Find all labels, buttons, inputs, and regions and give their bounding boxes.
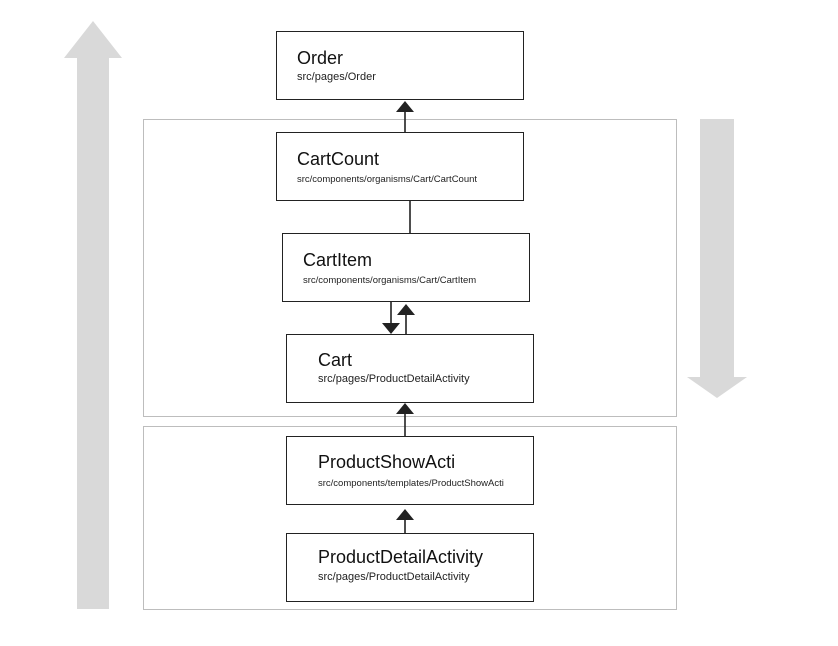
node-title: ProductDetailActivity xyxy=(318,547,484,567)
node-title: Order xyxy=(297,48,344,68)
arrowhead-down-icon xyxy=(382,323,400,334)
node-cart-item: CartItem src/components/organisms/Cart/C… xyxy=(282,233,530,302)
node-order: Order src/pages/Order xyxy=(276,31,524,100)
node-title: Cart xyxy=(318,350,353,370)
node-cart: Cart src/pages/ProductDetailActivity xyxy=(286,334,534,403)
node-product-detail-activity: ProductDetailActivity src/pages/ProductD… xyxy=(286,533,534,602)
arrowhead-up-icon xyxy=(396,403,414,414)
large-down-arrow-icon xyxy=(687,119,747,398)
node-path: src/pages/Order xyxy=(297,71,376,83)
node-path: src/pages/ProductDetailActivity xyxy=(318,571,470,583)
node-title: ProductShowActi xyxy=(318,452,456,472)
arrowhead-up-icon xyxy=(397,304,415,315)
node-path: src/pages/ProductDetailActivity xyxy=(318,373,470,385)
node-path: src/components/organisms/Cart/CartCount xyxy=(297,174,478,185)
large-up-arrow-icon xyxy=(64,21,122,609)
group-product xyxy=(143,426,677,610)
node-title: CartCount xyxy=(297,149,380,169)
group-cart xyxy=(143,119,677,417)
arrowhead-up-icon xyxy=(396,101,414,112)
node-cart-count: CartCount src/components/organisms/Cart/… xyxy=(276,132,524,201)
node-title: CartItem xyxy=(303,250,373,270)
node-path: src/components/templates/ProductShowActi xyxy=(318,478,504,489)
node-product-show-acti: ProductShowActi src/components/templates… xyxy=(286,436,534,505)
node-path: src/components/organisms/Cart/CartItem xyxy=(303,275,477,286)
arrowhead-up-icon xyxy=(396,509,414,520)
